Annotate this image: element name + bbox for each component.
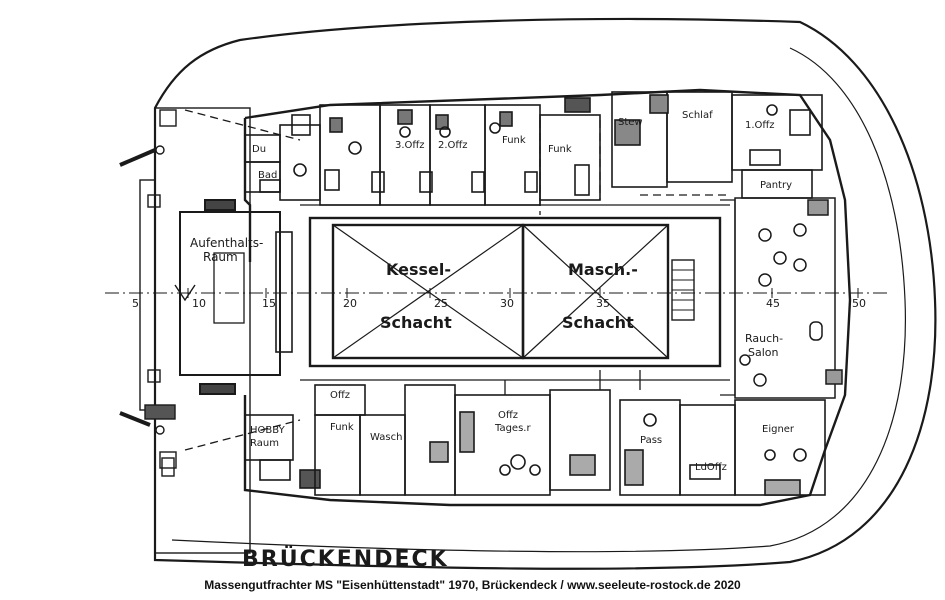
room-label-aufenthaltsraum: Raum	[203, 250, 238, 264]
aft-upper-rooms	[244, 114, 321, 201]
room-label-eigner: Eigner	[762, 424, 795, 435]
frame-number: 35	[596, 297, 610, 310]
room-label-pass: Pass	[640, 435, 662, 446]
room-label-kesselschacht: Kessel-	[386, 260, 451, 279]
frame-number: 25	[434, 297, 448, 310]
lower-cabins	[314, 384, 826, 496]
room-label-rauchsalon: Rauch-	[745, 332, 783, 345]
room-label-offz2: 2.Offz	[438, 140, 468, 151]
room-label-aufenthaltsraum: Aufenthalts-	[190, 236, 263, 250]
room-label-maschinenschacht: Masch.-	[568, 260, 638, 279]
room-label-funk2: Funk	[548, 144, 572, 155]
dashed-boundaries	[184, 109, 730, 451]
room-label-funk: Funk	[502, 135, 526, 146]
frame-number: 15	[262, 297, 276, 310]
room-label-stewardess: Stew	[618, 117, 643, 128]
room-label-rauchsalon: Salon	[748, 346, 779, 359]
deckhouse-walls	[154, 88, 852, 554]
room-label-schlaf: Schlaf	[682, 110, 713, 121]
frame-number: 45	[766, 297, 780, 310]
room-label-offz-lower: Offz	[330, 390, 350, 401]
stern-fittings	[119, 109, 196, 477]
room-label-wasch: Wasch	[370, 432, 402, 443]
corridors	[300, 199, 736, 396]
room-label-kesselschacht: Schacht	[380, 313, 452, 332]
central-shafts	[308, 216, 722, 368]
frame-number: 30	[500, 297, 514, 310]
room-label-offz3: 3.Offz	[395, 140, 425, 151]
room-label-offz1: 1.Offz	[745, 120, 775, 131]
room-label-maschinenschacht: Schacht	[562, 313, 634, 332]
room-label-ladeoffz: LdOffz	[695, 462, 727, 473]
image-caption: Massengutfrachter MS "Eisenhüttenstadt" …	[204, 578, 741, 592]
hull-outline	[153, 17, 937, 570]
frame-number: 10	[192, 297, 206, 310]
deck-title: BRÜCKENDECK	[242, 546, 449, 572]
aufenthaltsraum	[179, 199, 293, 395]
room-label-funk-lower: Funk	[330, 422, 354, 433]
frame-number: 5	[132, 297, 139, 310]
room-label-pantry: Pantry	[760, 180, 792, 191]
room-label-hobbyraum: HOBBY	[250, 425, 286, 436]
room-label-hobbyraum: Raum	[250, 438, 279, 449]
frame-number: 20	[343, 297, 357, 310]
rauchsalon	[734, 197, 843, 399]
room-label-dusche: Du	[252, 144, 266, 155]
room-label-offz-tagesraum: Tages.r	[494, 423, 531, 434]
room-label-offz-tagesraum: Offz	[498, 410, 518, 421]
room-label-bad: Bad	[258, 170, 277, 181]
frame-number: 50	[852, 297, 866, 310]
